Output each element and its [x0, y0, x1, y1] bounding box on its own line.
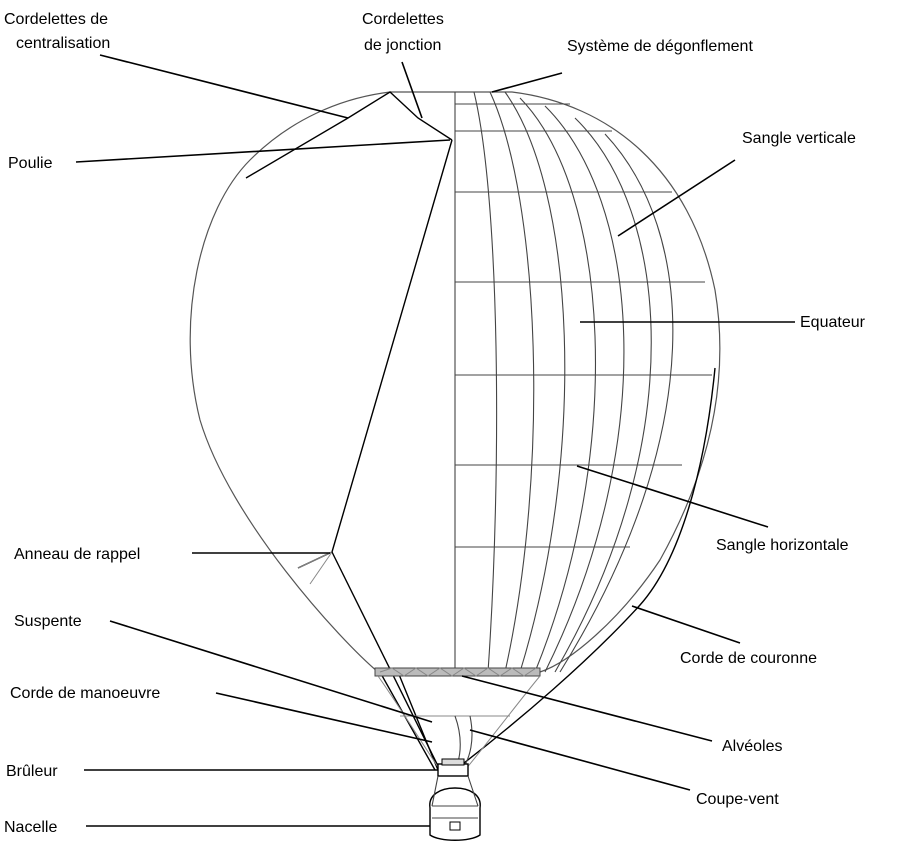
- gore-line: [544, 105, 625, 673]
- cells-pattern: [379, 667, 537, 677]
- label-deflation: Système de dégonflement: [567, 38, 753, 55]
- centralisation-cords: [245, 91, 453, 179]
- leader-deflation: [491, 72, 563, 93]
- label-basket: Nacelle: [4, 819, 57, 836]
- basket-frame: [431, 775, 479, 819]
- label-equator: Equateur: [800, 314, 866, 331]
- basket-shape: [429, 787, 481, 841]
- label-recall-ring: Anneau de rappel: [14, 546, 140, 563]
- crown-line-rope: [454, 367, 716, 771]
- leader-pulley: [75, 139, 451, 163]
- leader-horizontal-strap: [576, 465, 769, 528]
- leader-centralisation: [99, 54, 349, 119]
- label-burner: Brûleur: [6, 763, 58, 780]
- label-centralisation-line2: centralisation: [16, 35, 110, 52]
- label-windscreen: Coupe-vent: [696, 791, 779, 808]
- label-crown-line: Corde de couronne: [680, 650, 817, 667]
- basket-center: [449, 821, 461, 831]
- recall-ring-lines: [297, 551, 333, 585]
- leader-suspension: [109, 620, 433, 723]
- label-horizontal-strap: Sangle horizontale: [716, 537, 849, 554]
- leader-crown-line: [631, 605, 741, 644]
- label-pulley: Poulie: [8, 155, 53, 172]
- label-maneuver-rope: Corde de manoeuvre: [10, 685, 160, 702]
- gore-line: [559, 133, 674, 673]
- leader-cells: [461, 675, 713, 742]
- burner-top: [441, 758, 465, 766]
- leader-windscreen: [469, 729, 691, 791]
- pulley-rope: [297, 139, 453, 569]
- maneuver-rope: [331, 551, 441, 771]
- leader-junction: [401, 61, 423, 119]
- gore-line: [519, 97, 597, 673]
- leader-maneuver-rope: [215, 692, 433, 743]
- gore-line: [473, 91, 498, 673]
- label-junction-line1: Cordelettes: [362, 11, 444, 28]
- gore-line: [504, 91, 566, 673]
- leader-vertical-strap: [617, 159, 736, 237]
- label-suspension: Suspente: [14, 613, 82, 630]
- label-cells: Alvéoles: [722, 738, 782, 755]
- label-vertical-strap: Sangle verticale: [742, 130, 856, 147]
- gore-line: [554, 117, 652, 673]
- label-centralisation-line1: Cordelettes de: [4, 11, 108, 28]
- gore-line: [489, 91, 535, 673]
- label-junction-line2: de jonction: [364, 37, 441, 54]
- burner-block: [437, 763, 469, 777]
